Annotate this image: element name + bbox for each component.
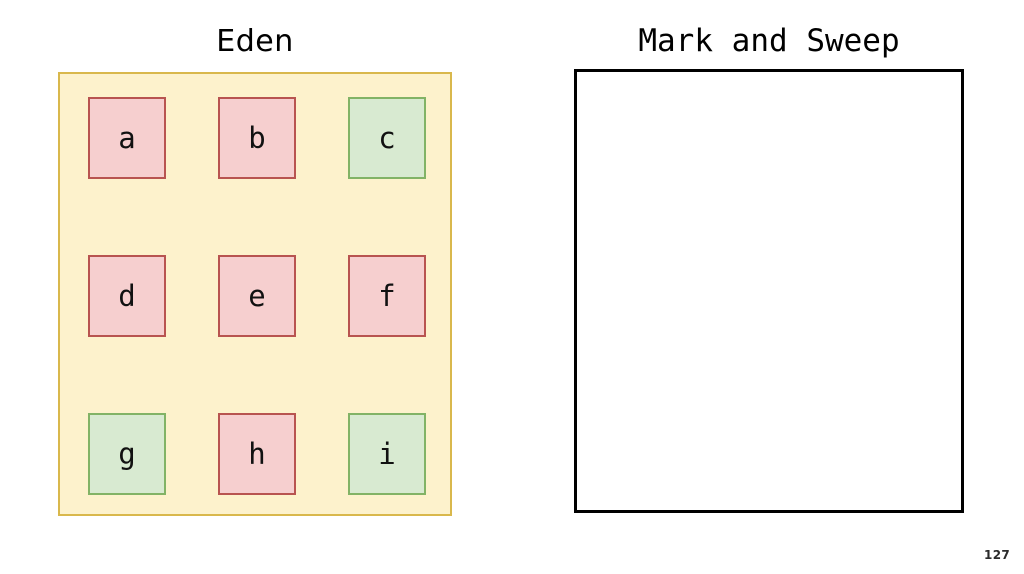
eden-panel-title: Eden	[216, 24, 294, 59]
memory-cell-label: c	[378, 120, 396, 155]
memory-cell-g[interactable]: g	[88, 413, 166, 495]
eden-region: a b c d e f g h i	[58, 72, 452, 516]
mark-and-sweep-region	[574, 69, 964, 513]
memory-cell-label: b	[248, 120, 266, 155]
mark-and-sweep-panel-title: Mark and Sweep	[638, 23, 900, 59]
memory-cell-a[interactable]: a	[88, 97, 166, 179]
memory-cell-d[interactable]: d	[88, 255, 166, 337]
memory-cell-label: i	[378, 436, 396, 471]
memory-cell-label: a	[118, 120, 136, 155]
memory-cell-label: g	[118, 436, 136, 471]
memory-cell-label: f	[378, 278, 396, 313]
memory-cell-label: e	[248, 278, 266, 313]
eden-object-grid: a b c d e f g h i	[88, 97, 426, 495]
memory-cell-f[interactable]: f	[348, 255, 426, 337]
page-number: 127	[984, 548, 1010, 562]
memory-cell-b[interactable]: b	[218, 97, 296, 179]
memory-cell-label: d	[118, 278, 136, 313]
memory-cell-e[interactable]: e	[218, 255, 296, 337]
memory-cell-label: h	[248, 436, 266, 471]
memory-cell-h[interactable]: h	[218, 413, 296, 495]
memory-cell-i[interactable]: i	[348, 413, 426, 495]
memory-cell-c[interactable]: c	[348, 97, 426, 179]
